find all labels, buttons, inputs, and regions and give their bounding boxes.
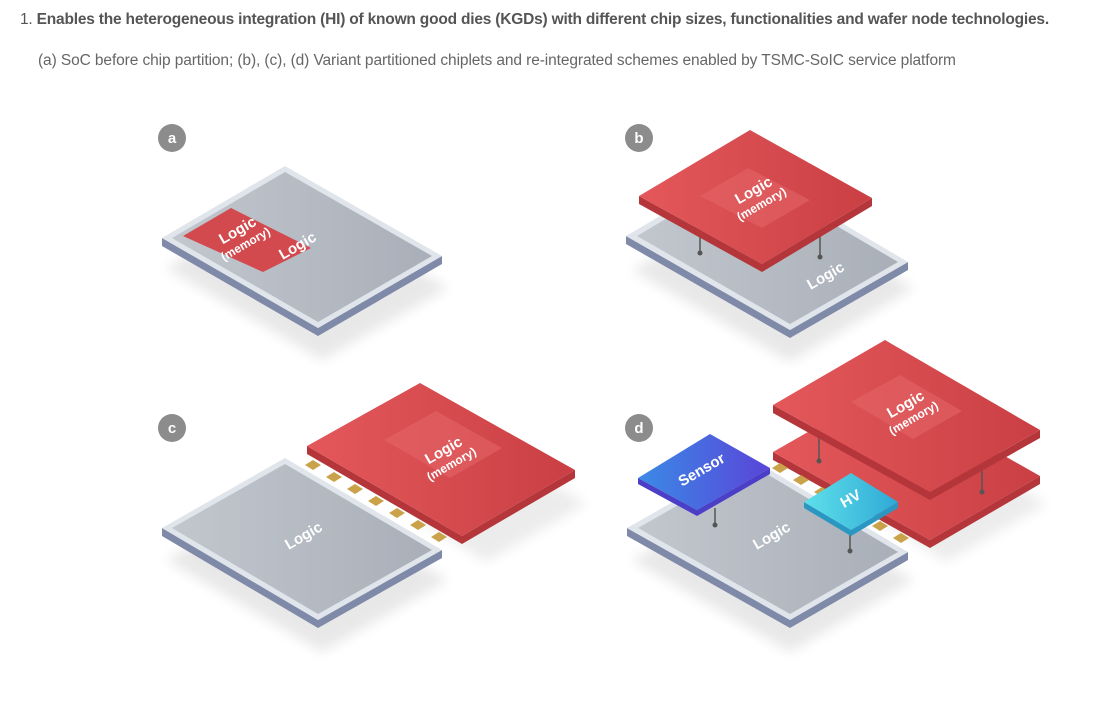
hv-die-d [804,473,898,530]
panel-d: Logic (memory) Logic Sensor HV [625,340,1046,652]
badge-a: a [158,124,186,152]
panel-b: Logic Logic (memory) b [625,124,914,362]
hybrid-bond-bumps [305,460,447,542]
panel-c: Logic (memory) Logic c [158,383,586,652]
heading: 1. Enables the heterogeneous integration… [20,11,1049,29]
badge-d: d [625,414,653,442]
svg-text:a: a [168,130,177,147]
svg-text:b: b [634,130,643,147]
badge-b: b [625,124,653,152]
heading-text: Enables the heterogeneous integration (H… [36,11,1050,28]
heading-number: 1. [20,11,33,28]
svg-text:d: d [634,420,643,437]
memory-region-a [183,208,311,272]
badge-c: c [158,414,186,442]
sensor-die-d [638,434,770,510]
figure-caption: (a) SoC before chip partition; (b), (c),… [38,52,956,69]
svg-text:c: c [168,420,176,437]
panel-a: Logic (memory) Logic a [158,124,448,360]
